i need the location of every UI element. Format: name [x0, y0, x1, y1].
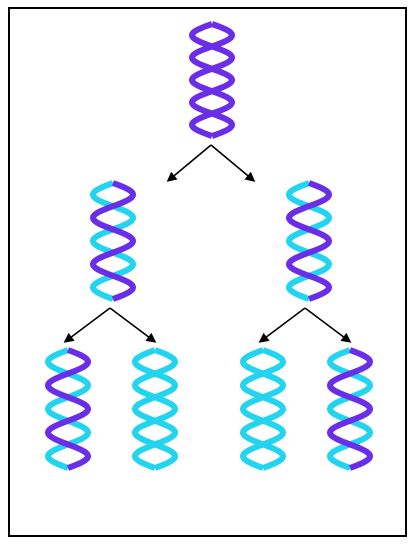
helix-gen2-3-strand-1-new: [239, 347, 287, 471]
helix-parent-strand-2-parental: [188, 21, 236, 139]
helix-gen2-1-strand-2-new: [44, 347, 92, 471]
helix-gen1-right-strand-2-new: [285, 180, 333, 302]
arrow-gen1-right-to-gen2-4: [304, 307, 352, 343]
helix-gen2-3: [239, 347, 287, 471]
arrow-gen1-right-to-gen2-3: [258, 307, 306, 343]
helix-parent: [188, 21, 236, 139]
helix-gen1-right-strand-1-parental: [285, 180, 333, 302]
helix-gen2-2-strand-2-new: [131, 347, 179, 471]
helix-gen1-left-strand-2-new: [89, 180, 137, 302]
helix-gen2-3-strand-2-new: [239, 347, 287, 471]
arrow-parent-to-gen1-right: [210, 144, 256, 182]
arrow-gen1-left-to-gen2-1: [63, 307, 111, 343]
helix-gen2-4-strand-1-parental: [326, 347, 374, 471]
helix-gen2-1: [44, 347, 92, 471]
helix-gen2-4-strand-2-new: [326, 347, 374, 471]
helix-parent-strand-1-parental: [188, 21, 236, 139]
helix-gen2-2-strand-1-new: [131, 347, 179, 471]
helix-gen1-left: [89, 180, 137, 302]
helix-gen1-right: [285, 180, 333, 302]
helix-gen2-4: [326, 347, 374, 471]
helix-gen2-2: [131, 347, 179, 471]
helix-gen2-1-strand-1-parental: [44, 347, 92, 471]
helix-gen1-left-strand-1-parental: [89, 180, 137, 302]
arrow-parent-to-gen1-left: [166, 144, 212, 182]
arrow-gen1-left-to-gen2-2: [109, 307, 157, 343]
